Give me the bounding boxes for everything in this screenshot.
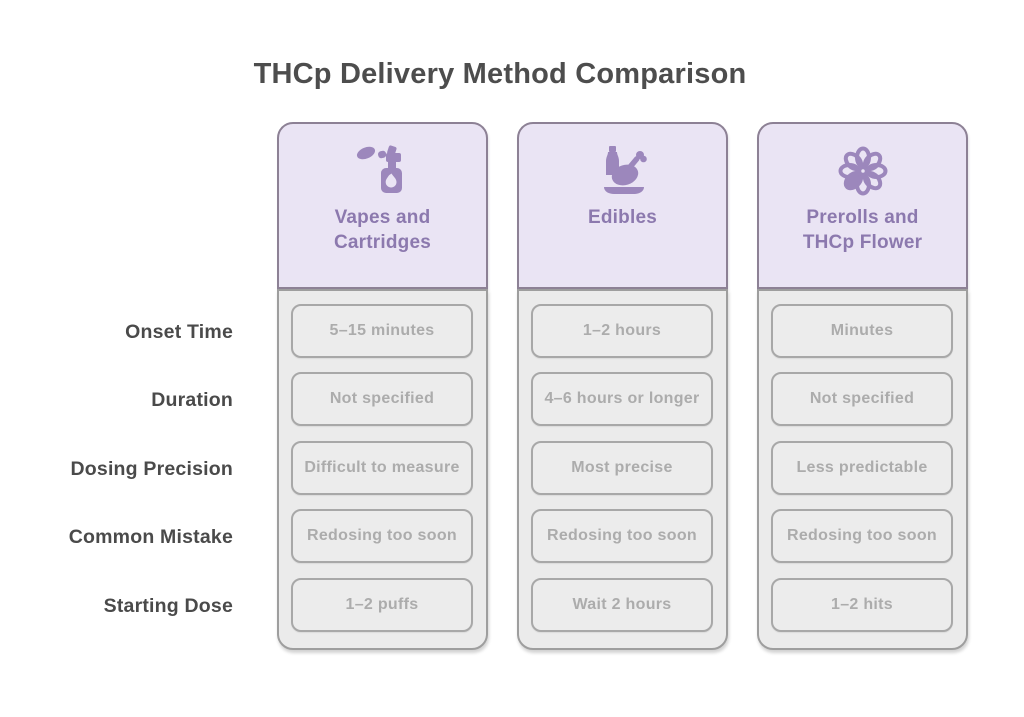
value-cell: 4–6 hours or longer bbox=[531, 372, 713, 426]
value-cell: Minutes bbox=[771, 304, 953, 358]
row-label-onset-time: Onset Time bbox=[125, 321, 233, 343]
row-label-common-mistake: Common Mistake bbox=[68, 526, 233, 548]
value-cell: 5–15 minutes bbox=[291, 304, 473, 358]
column-header-label: Edibles bbox=[588, 207, 657, 228]
flower-icon bbox=[835, 139, 891, 201]
value-cell: Not specified bbox=[771, 372, 953, 426]
edibles-icon bbox=[595, 139, 651, 201]
column-header-label: Prerolls and THCp Flower bbox=[802, 207, 923, 253]
value-cell: 1–2 puffs bbox=[291, 578, 473, 632]
page-title: THCp Delivery Method Comparison bbox=[253, 58, 747, 90]
column-body: 5–15 minutes Not specified Difficult to … bbox=[277, 289, 488, 650]
column-header: Prerolls and THCp Flower bbox=[757, 122, 968, 289]
column-edibles: Edibles 1–2 hours 4–6 hours or longer Mo… bbox=[517, 122, 728, 650]
value-cell: Redosing too soon bbox=[771, 509, 953, 563]
value-cell: Redosing too soon bbox=[291, 509, 473, 563]
value-cell: Redosing too soon bbox=[531, 509, 713, 563]
row-label-starting-dose: Starting Dose bbox=[103, 595, 233, 617]
vape-icon bbox=[355, 139, 411, 201]
row-label-duration: Duration bbox=[151, 389, 233, 411]
column-body: Minutes Not specified Less predictable R… bbox=[757, 289, 968, 650]
column-header: Edibles bbox=[517, 122, 728, 289]
column-prerolls-flower: Prerolls and THCp Flower Minutes Not spe… bbox=[757, 122, 968, 650]
value-cell: Less predictable bbox=[771, 441, 953, 495]
column-header: Vapes and Cartridges bbox=[277, 122, 488, 289]
column-vapes-cartridges: Vapes and Cartridges 5–15 minutes Not sp… bbox=[277, 122, 488, 650]
value-cell: Difficult to measure bbox=[291, 441, 473, 495]
column-body: 1–2 hours 4–6 hours or longer Most preci… bbox=[517, 289, 728, 650]
value-cell: Not specified bbox=[291, 372, 473, 426]
value-cell: Wait 2 hours bbox=[531, 578, 713, 632]
column-header-label: Vapes and Cartridges bbox=[333, 207, 432, 253]
value-cell: 1–2 hits bbox=[771, 578, 953, 632]
value-cell: Most precise bbox=[531, 441, 713, 495]
value-cell: 1–2 hours bbox=[531, 304, 713, 358]
row-label-dosing-precision: Dosing Precision bbox=[70, 458, 233, 480]
